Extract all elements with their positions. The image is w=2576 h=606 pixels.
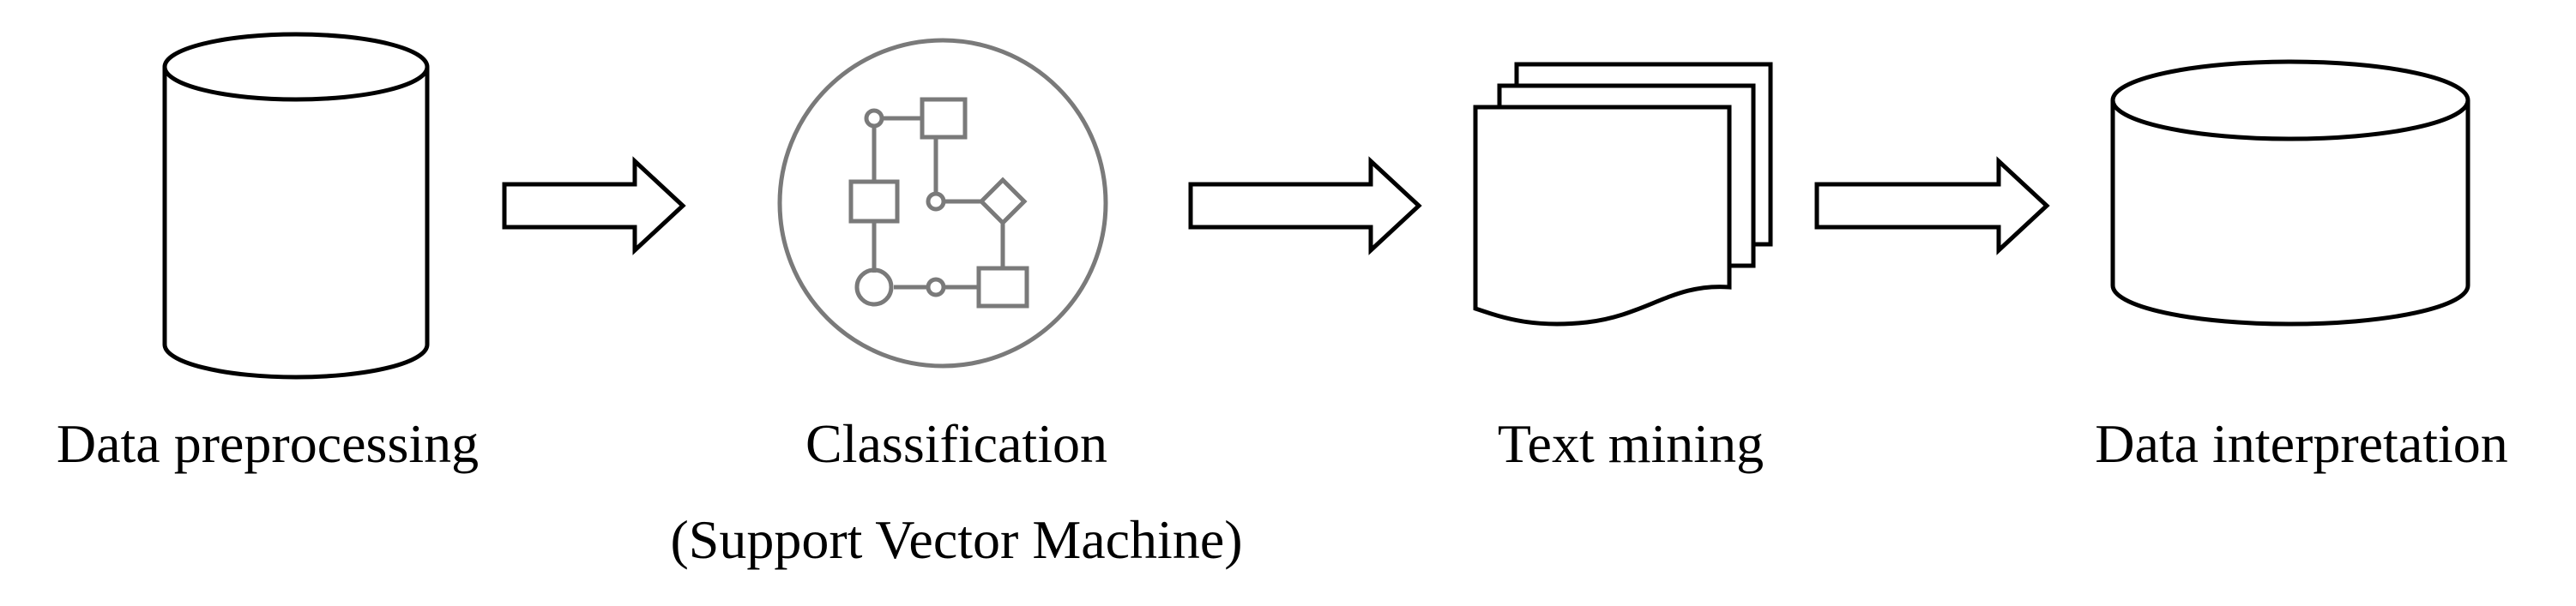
document-stack-icon: [1473, 62, 1773, 327]
step-label-classification: Classification (Support Vector Machine): [670, 411, 1242, 573]
flowchart-circle-icon: [777, 38, 1108, 369]
database-cylinder-icon: [2110, 59, 2470, 327]
arrow-right-icon: [502, 156, 686, 255]
step-title: Data interpretation: [2095, 413, 2508, 474]
step-label-data-interpretation: Data interpretation: [2095, 411, 2508, 477]
step-title: Classification: [805, 413, 1107, 474]
step-title: Text mining: [1497, 413, 1765, 474]
arrow-right-icon: [1188, 156, 1422, 255]
database-cylinder-icon: [162, 32, 430, 380]
step-label-data-preprocessing: Data preprocessing: [57, 411, 479, 477]
step-subtitle: (Support Vector Machine): [670, 509, 1243, 570]
step-title: Data preprocessing: [56, 413, 480, 474]
step-label-text-mining: Text mining: [1498, 411, 1764, 477]
arrow-right-icon: [1814, 156, 2050, 255]
